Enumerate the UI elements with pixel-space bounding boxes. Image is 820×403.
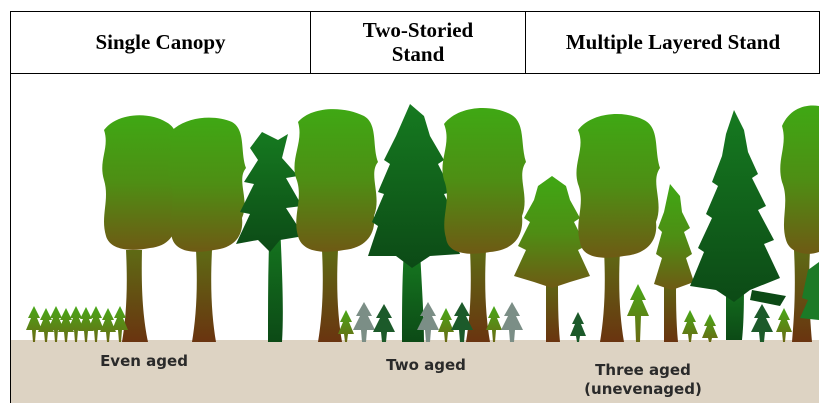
header-single-canopy-text: Single Canopy xyxy=(95,30,226,54)
header-two-storied-line2: Stand xyxy=(391,42,445,66)
broadleaf-tree xyxy=(102,115,180,342)
header-multiple-layered-text: Multiple Layered Stand xyxy=(565,30,781,54)
mid-conifer-tree xyxy=(654,184,694,342)
understory-row xyxy=(570,262,819,342)
conifer-tree xyxy=(236,132,304,342)
conifer-tree xyxy=(368,104,460,342)
label-two-aged: Two aged xyxy=(372,356,480,375)
table-left-border xyxy=(10,11,11,403)
conifer-tree xyxy=(690,110,786,340)
column-divider-1 xyxy=(310,11,311,73)
label-even-aged-text: Even aged xyxy=(100,352,188,370)
header-single-canopy: Single Canopy xyxy=(11,12,310,72)
header-multiple-layered: Multiple Layered Stand xyxy=(526,12,820,72)
column-divider-2 xyxy=(525,11,526,73)
broadleaf-tree xyxy=(576,114,660,342)
broadleaf-tree xyxy=(780,105,819,342)
label-even-aged: Even aged xyxy=(92,352,196,371)
label-three-aged-line1: Three aged xyxy=(595,361,691,379)
broadleaf-tree xyxy=(168,117,246,342)
header-bottom-border xyxy=(10,73,820,74)
label-three-aged-line2: (unevenaged) xyxy=(584,380,702,398)
header-two-storied-line1: Two-Storied xyxy=(362,18,474,42)
mid-conifer-tree xyxy=(514,176,590,342)
header-two-storied: Two-Storied Stand xyxy=(311,12,525,72)
sapling-row xyxy=(26,306,128,342)
broadleaf-tree xyxy=(294,109,378,342)
understory-row xyxy=(338,302,523,342)
label-three-aged: Three aged (unevenaged) xyxy=(580,361,706,399)
ground xyxy=(11,340,819,403)
label-two-aged-text: Two aged xyxy=(386,356,466,374)
broadleaf-tree xyxy=(442,108,526,342)
table-top-border xyxy=(10,11,820,12)
